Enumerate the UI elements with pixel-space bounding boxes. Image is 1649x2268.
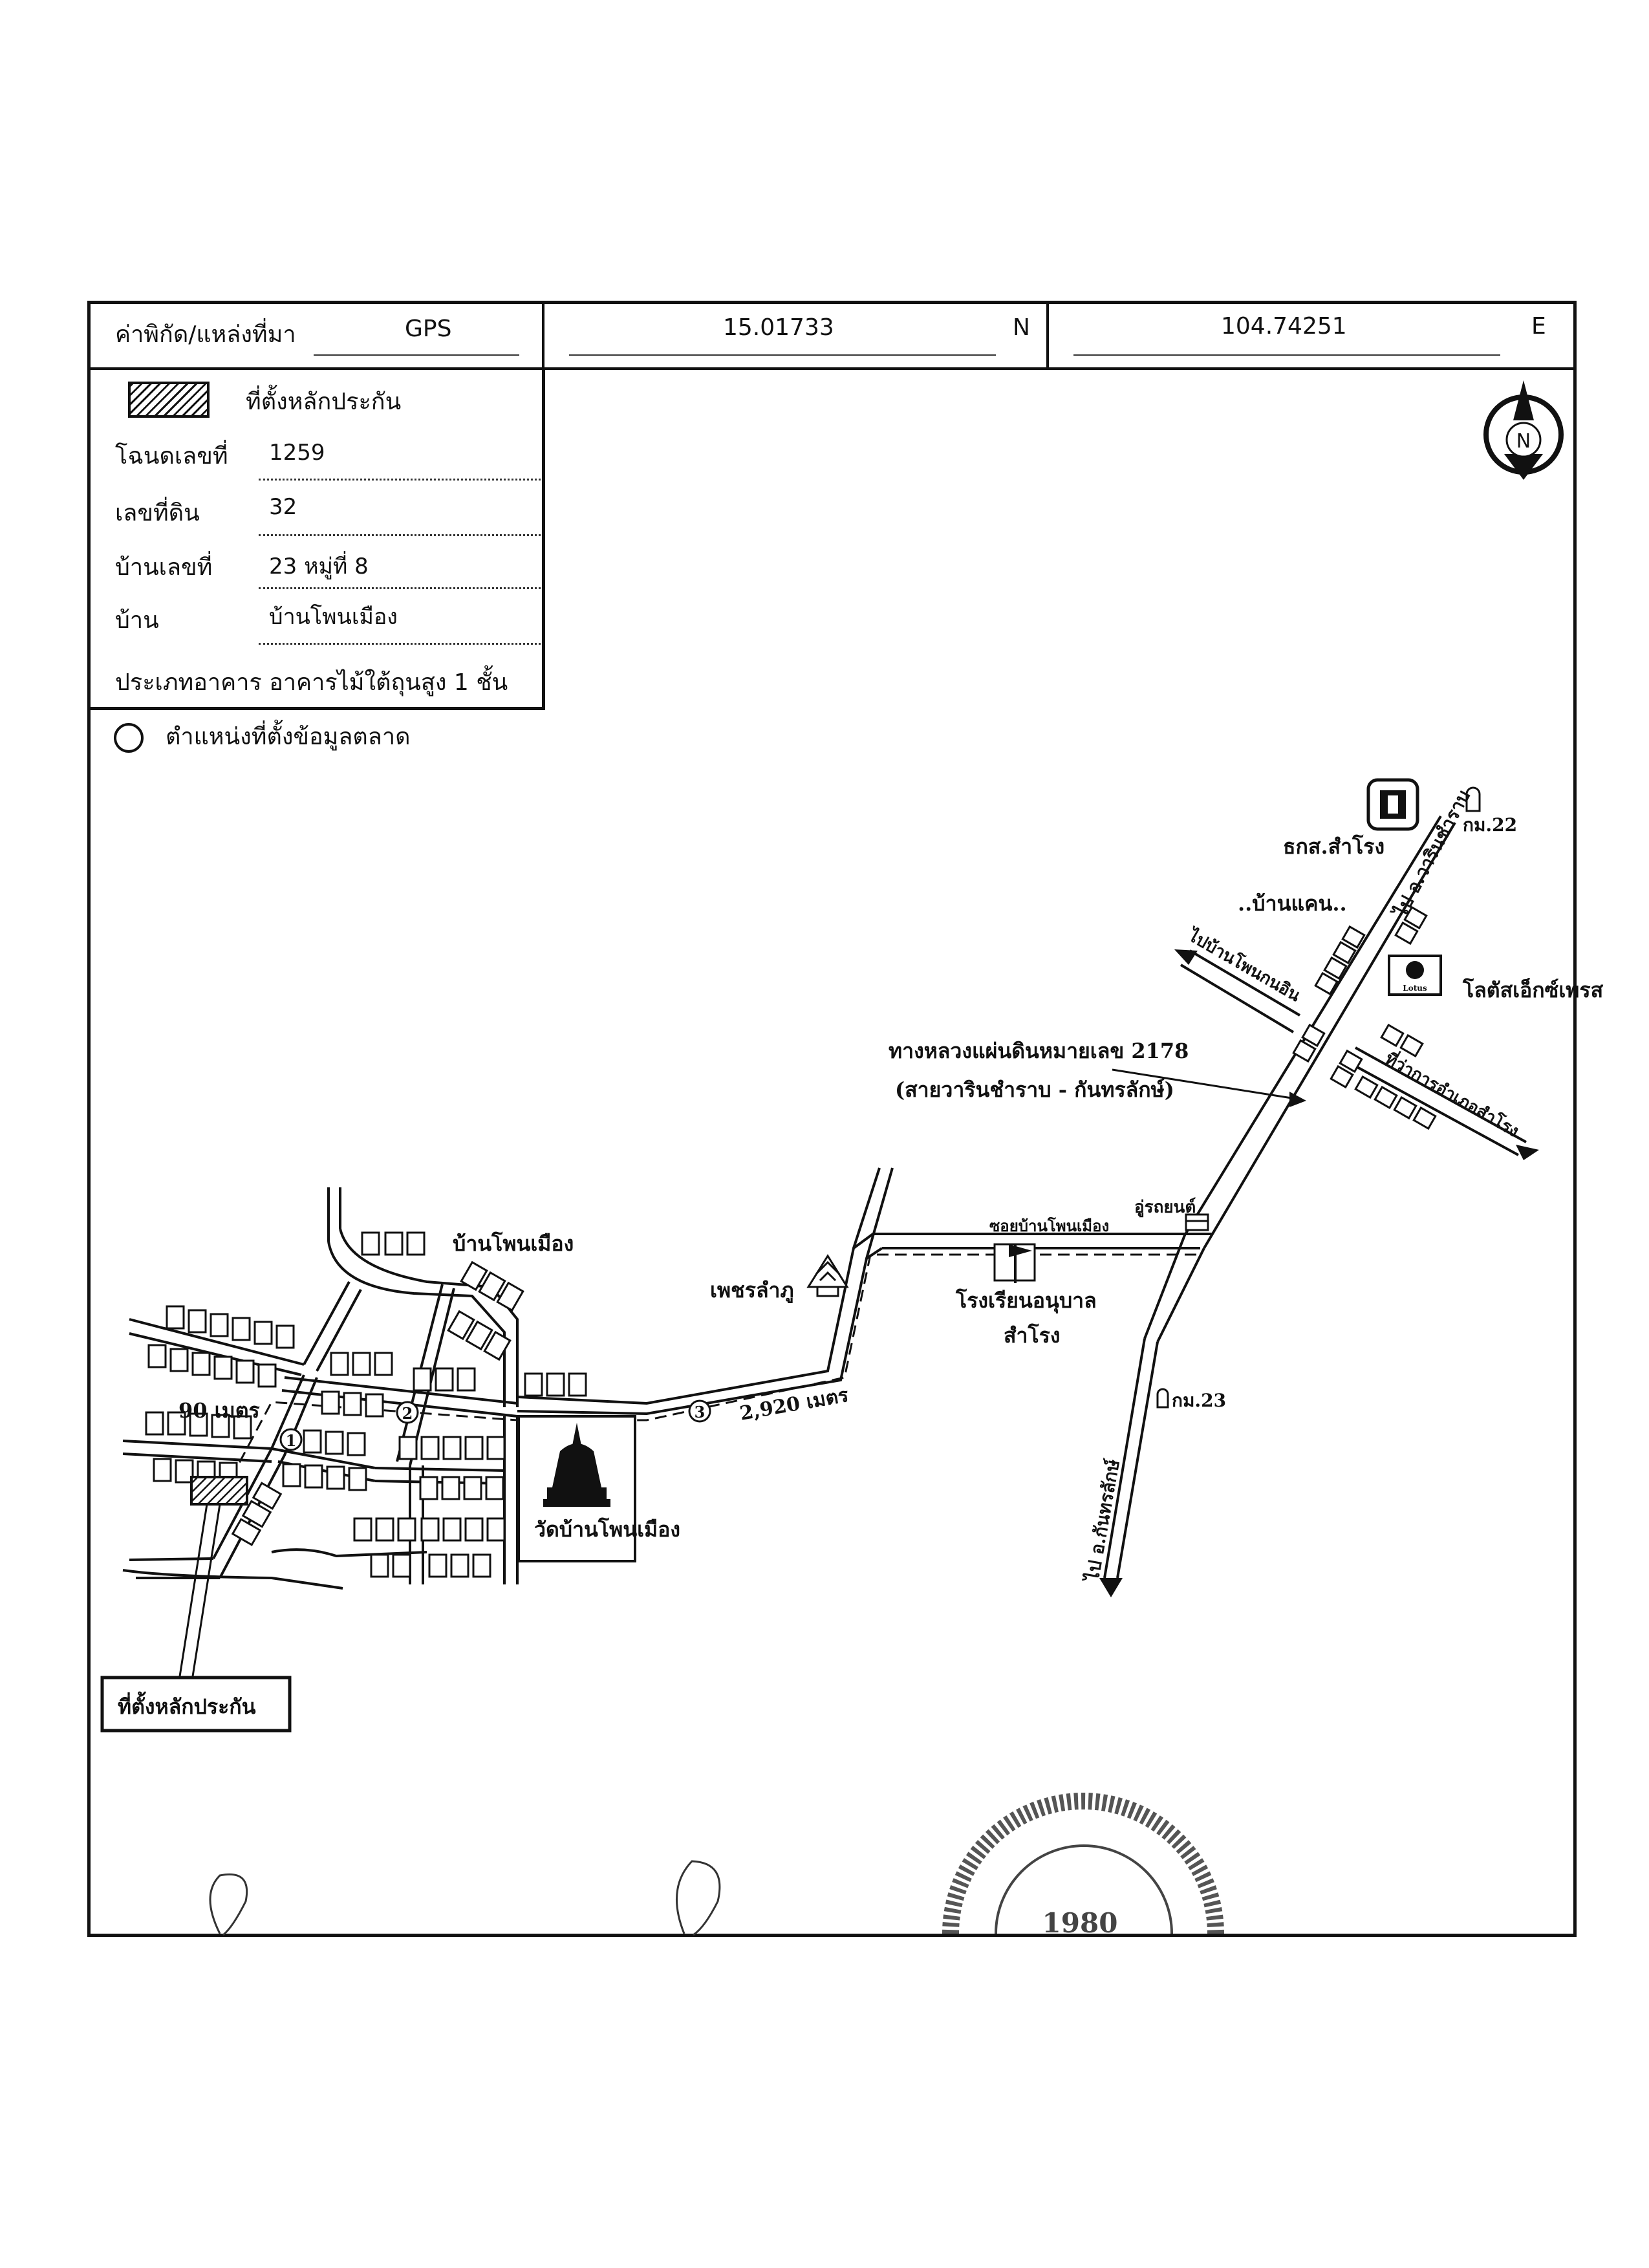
highway-label-line1: ทางหลวงแผ่นดินหมายเลข 2178 <box>889 1039 1189 1063</box>
longitude-direction: E <box>1531 313 1546 340</box>
market-legend-label: ตำแหน่งที่ตั้งข้อมูลตลาด <box>166 724 411 750</box>
arrow-to-kanthararak <box>1099 1578 1123 1597</box>
distance-marker-2 <box>396 1401 419 1424</box>
latitude-value: 15.01733 <box>723 314 834 341</box>
collateral-site-label: ที่ตั้งหลักประกัน <box>118 1694 256 1719</box>
punch-mark-left <box>209 1873 248 1936</box>
baac-label: ธกส.สำโรง <box>1283 834 1385 859</box>
source-label: ค่าพิกัด/แหล่งที่มา <box>115 321 296 348</box>
house-no-label: บ้านเลขที่ <box>115 554 213 581</box>
highway-label-pointer <box>1112 1068 1300 1101</box>
distance-marker-2-label: 2 <box>402 1404 413 1423</box>
soi-label: ซอยบ้านโพนเมือง <box>989 1216 1110 1235</box>
north-arrow-icon: N <box>1483 380 1564 480</box>
km22-label: กม.22 <box>1463 814 1518 836</box>
info-box <box>87 369 545 710</box>
ban-khaen-label: ..บ้านแคน.. <box>1238 891 1347 916</box>
header-separator-2 <box>1046 304 1049 369</box>
school-label-line2: สำโรง <box>1004 1323 1061 1348</box>
garage-label: อู่รถยนต์ <box>1134 1198 1196 1217</box>
highway-label-line2: (สายวารินชำราบ - กันทรลักษ์) <box>895 1077 1174 1102</box>
baac-logo-icon <box>1366 778 1419 831</box>
collateral-label-box <box>100 1676 292 1733</box>
house-no-dots <box>259 587 541 589</box>
distance-marker-3 <box>688 1399 711 1423</box>
road-label-to-district-office: ที่ว่าการอำเภอสำโรง <box>1382 1046 1524 1141</box>
school-flag-icon <box>993 1243 1036 1283</box>
collateral-legend-label: ที่ตั้งหลักประกัน <box>246 389 402 415</box>
distance-marker-1 <box>279 1428 303 1451</box>
school-label-line1: โรงเรียนอนุบาล <box>956 1288 1097 1313</box>
official-stamp: 1980 <box>942 1793 1224 1939</box>
land-no-value: 32 <box>269 494 297 520</box>
distance-2920m-label: 2,920 เมตร <box>738 1384 850 1425</box>
collateral-site-marker <box>190 1476 248 1506</box>
garage-icon <box>1185 1213 1209 1231</box>
arrow-to-district-office <box>1516 1145 1539 1160</box>
arrow-to-ban-phon-kan <box>1174 949 1198 965</box>
km22-post-icon <box>1465 786 1481 812</box>
deed-dots <box>259 479 541 481</box>
road-label-to-kanthararak: ไป อ.กันทรลักษ์ <box>1081 1457 1124 1584</box>
house-no-value: 23 หมู่ที่ 8 <box>269 554 369 579</box>
dashed-route <box>238 1253 1196 1463</box>
market-circle-icon <box>114 723 144 753</box>
distance-marker-1-label: 1 <box>286 1431 297 1450</box>
road-label-to-ban-phon-kan: ไปบ้านโพนกนอิน <box>1183 924 1304 1006</box>
compass-letter: N <box>1516 430 1531 453</box>
stamp-text: 1980 <box>1042 1907 1118 1939</box>
village-dots <box>259 643 541 645</box>
lon-underline <box>1073 354 1500 356</box>
highway-2178 <box>1103 815 1456 1579</box>
distance-marker-3-label: 3 <box>695 1403 706 1421</box>
header-separator-1 <box>542 304 544 369</box>
collateral-pointer-2 <box>191 1504 221 1677</box>
lotus-label: โลตัสเอ็กซ์เพรส <box>1463 978 1604 1002</box>
shop-phet-lamphu-icon <box>806 1254 849 1297</box>
source-value: GPS <box>405 316 452 342</box>
punch-mark-right <box>675 1860 721 1936</box>
deed-value: 1259 <box>269 440 325 466</box>
source-underline <box>314 354 519 356</box>
distance-90m-label: 90 เมตร <box>178 1398 260 1423</box>
village-label: บ้าน <box>115 607 159 634</box>
building-type: ประเภทอาคาร อาคารไม้ใต้ถุนสูง 1 ชั้น <box>115 669 508 696</box>
ban-khaen-houses <box>1292 905 1437 1130</box>
lotus-logo-icon: Lotus <box>1388 955 1442 996</box>
land-no-label: เลขที่ดิน <box>115 500 200 526</box>
lat-underline <box>569 354 996 356</box>
phet-lamphu-label: เพชรลำภู <box>710 1278 794 1302</box>
longitude-value: 104.74251 <box>1221 313 1347 340</box>
land-no-dots <box>259 534 541 536</box>
temple-label: วัดบ้านโพนเมือง <box>534 1517 680 1542</box>
village-houses <box>145 1231 587 1578</box>
latitude-direction: N <box>1013 314 1030 341</box>
collateral-pointer-1 <box>178 1504 208 1677</box>
km23-label: กม.23 <box>1172 1390 1227 1411</box>
village-north-label: บ้านโพนเมือง <box>453 1231 574 1256</box>
hatched-legend-swatch <box>128 382 210 418</box>
header-divider <box>91 367 1573 370</box>
soi-ban-phon-mueang-road <box>517 1167 1213 1416</box>
temple-stupa-icon <box>543 1423 610 1507</box>
lotus-badge-text: Lotus <box>1403 984 1427 993</box>
crossroad-ban-khaen <box>1180 949 1527 1156</box>
deed-label: โฉนดเลขที่ <box>115 443 228 470</box>
km23-post-icon <box>1156 1388 1169 1409</box>
map-frame <box>87 301 1577 1937</box>
village-value: บ้านโพนเมือง <box>269 604 398 630</box>
highway-label-arrowhead <box>1289 1092 1306 1107</box>
